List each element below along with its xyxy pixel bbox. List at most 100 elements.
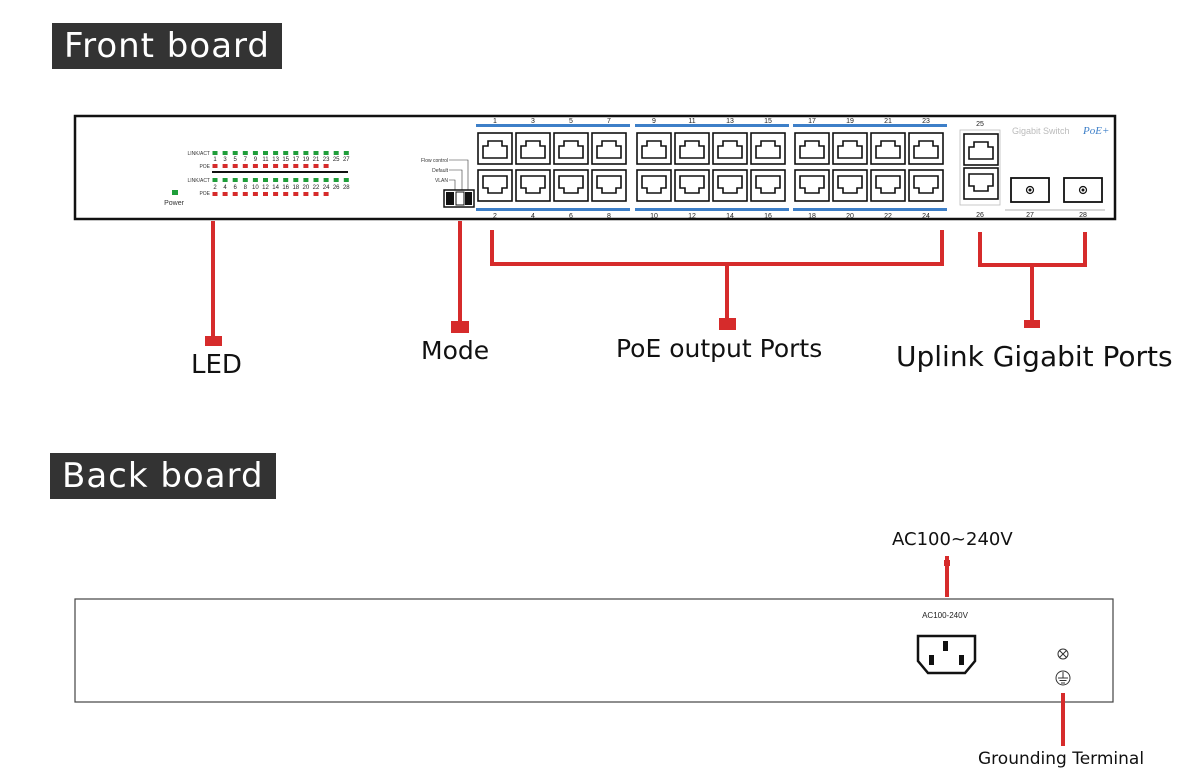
led-poe-bottom (303, 192, 309, 196)
port-number-top: 21 (884, 118, 892, 125)
rj45-port (832, 132, 868, 165)
rj45-port (636, 169, 672, 202)
led-link-bottom (222, 178, 228, 182)
sfp-led-dot (1028, 188, 1032, 192)
led-link-top (333, 151, 339, 155)
led-poe-bottom (242, 192, 248, 196)
sfp-port (1063, 177, 1103, 203)
led-poe-label-bottom: POE (199, 191, 210, 197)
port-number-top: 1 (493, 118, 497, 125)
led-poe-bottom (313, 192, 319, 196)
led-number-top: 23 (323, 157, 330, 163)
led-link-top (263, 151, 268, 155)
led-link-bottom (333, 178, 339, 182)
rj45-port (908, 132, 944, 165)
rj45-socket (596, 175, 622, 194)
led-callout: LED (191, 350, 242, 380)
ac-power-socket (916, 634, 977, 675)
power-led (172, 190, 178, 195)
rj45-socket (837, 175, 863, 194)
rj45-port (750, 132, 786, 165)
rj45-socket (679, 175, 705, 194)
rj45-port (870, 169, 906, 202)
led-number-top: 19 (303, 157, 310, 163)
rj45-port (591, 169, 627, 202)
rj45-port (908, 169, 944, 202)
uplink-number: 28 (1079, 212, 1087, 219)
led-number-bottom: 4 (223, 185, 227, 191)
led-poe-top (323, 164, 329, 168)
uplink-number: 26 (976, 212, 984, 219)
led-poe-top (313, 164, 319, 168)
led-number-top: 11 (262, 157, 269, 163)
port-group-bar-bottom (476, 208, 630, 211)
rj45-port (674, 132, 710, 165)
port-number-bottom: 16 (764, 213, 772, 220)
led-linkact-label-top: LINK/ACT (187, 151, 210, 157)
rj45-socket (641, 175, 667, 194)
led-link-bottom (263, 178, 268, 182)
led-link-bottom (343, 178, 349, 182)
led-link-top (323, 151, 329, 155)
rj45-socket (799, 175, 825, 194)
rj45-port (553, 169, 589, 202)
rj45-socket (837, 140, 863, 159)
mode-bracket-line (449, 159, 469, 190)
led-number-bottom: 18 (292, 185, 299, 191)
mode-label: Default (432, 168, 448, 174)
led-poe-bottom (283, 192, 289, 196)
rj45-port (750, 169, 786, 202)
port-number-bottom: 14 (726, 213, 734, 220)
led-number-top: 25 (333, 157, 340, 163)
led-linkact-label-bottom: LINK/ACT (187, 178, 210, 184)
led-link-top (303, 151, 309, 155)
led-number-bottom: 10 (252, 185, 259, 191)
led-number-top: 27 (343, 157, 350, 163)
led-number-bottom: 14 (272, 185, 279, 191)
led-poe-top (263, 164, 268, 168)
rj45-socket (558, 140, 584, 159)
mode-bracket-line (449, 169, 463, 190)
rj45-socket (482, 140, 508, 159)
port-number-bottom: 24 (922, 213, 930, 220)
ground-icon (1055, 648, 1071, 686)
led-poe-bottom (232, 192, 238, 196)
rj45-port (515, 132, 551, 165)
port-number-bottom: 2 (493, 213, 497, 220)
led-link-bottom (273, 178, 279, 182)
led-link-top (293, 151, 299, 155)
uplink-ports-callout: Uplink Gigabit Ports (896, 340, 1173, 373)
rj45-socket (755, 175, 781, 194)
mode-label: Flow control (421, 158, 448, 164)
led-poe-top (232, 164, 238, 168)
led-poe-top (242, 164, 248, 168)
rj45-port (870, 132, 906, 165)
rj45-port (477, 169, 513, 202)
led-number-top: 9 (254, 157, 258, 163)
sfp-led-dot (1081, 188, 1085, 192)
port-number-top: 3 (531, 118, 535, 125)
led-link-top (212, 151, 218, 155)
port-group-bar-bottom (635, 208, 789, 211)
led-number-top: 13 (272, 157, 279, 163)
led-poe-label-top: POE (199, 164, 210, 170)
mode-switch-knob (465, 192, 472, 205)
rj45-socket (717, 140, 743, 159)
led-number-bottom: 6 (234, 185, 238, 191)
led-number-top: 3 (223, 157, 227, 163)
uplink-number: 27 (1026, 212, 1034, 219)
rj45-port (794, 169, 830, 202)
rj45-socket (755, 140, 781, 159)
led-poe-top (293, 164, 299, 168)
port-group-bar-top (793, 124, 947, 127)
port-number-top: 11 (688, 118, 695, 125)
led-poe-top (273, 164, 279, 168)
led-number-bottom: 26 (333, 185, 340, 191)
rj45-socket (913, 175, 939, 194)
rj45-socket (558, 175, 584, 194)
back-board-title: Back board (50, 453, 276, 499)
panel-power-label: AC100-240V (922, 611, 968, 620)
rj45-socket (875, 140, 901, 159)
port-number-bottom: 20 (846, 213, 854, 220)
